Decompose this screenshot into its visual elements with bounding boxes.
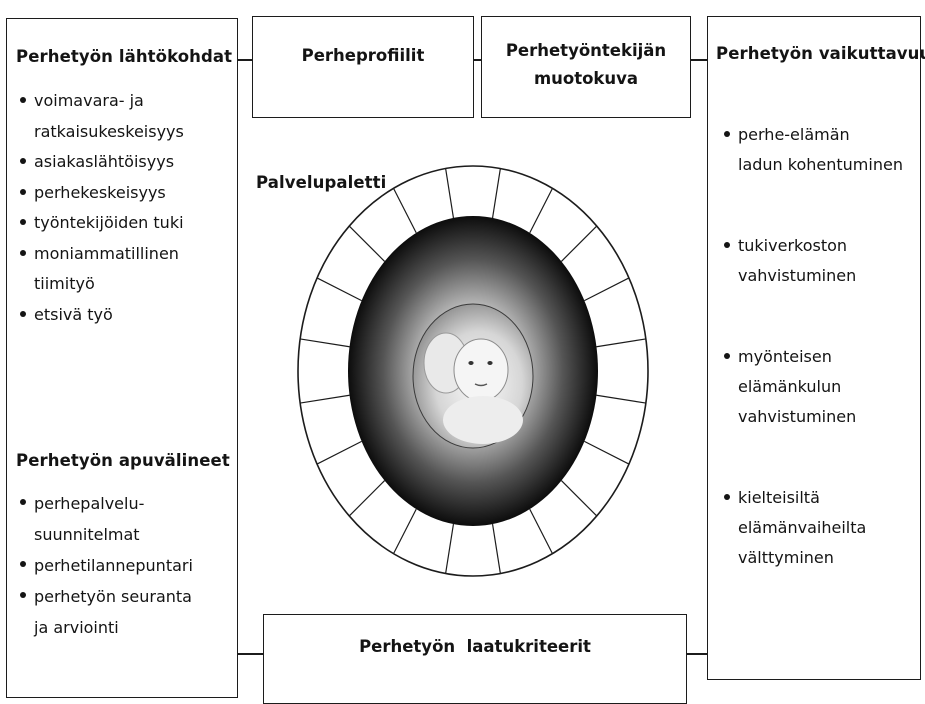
list-item: myönteisen elämänkulun vahvistuminen [722,342,903,432]
baby-face [454,339,508,401]
baby-eye-left [468,361,473,365]
list-item: perhetilannepuntari [18,550,193,581]
list-item: kielteisiltä elämänvaiheilta välttyminen [722,483,903,573]
quality-criteria-label: Perhetyön laatukriteerit [263,637,687,656]
connector-left-top [238,59,252,61]
list-item: perhepalvelu- suunnitelmat [18,488,193,550]
baby-eye-right [487,361,492,365]
starting-points-list: voimavara- ja ratkaisukeskeisyys asiakas… [18,86,184,330]
connector-bottom-right [687,653,707,655]
connector-top-middle [474,59,481,61]
quality-criteria-box [263,614,687,704]
family-profiles-box [252,16,474,118]
list-item: asiakaslähtöisyys [18,147,184,178]
list-item: perhe-elämän ladun kohentuminen [722,120,903,180]
effectiveness-list: perhe-elämän ladun kohentuminen tukiverk… [722,120,903,573]
worker-portrait-label: Perhetyöntekijän muotokuva [481,37,691,93]
list-item: moniammatillinen tiimityö [18,239,184,300]
family-photo [413,304,533,448]
list-item: etsivä työ [18,300,184,331]
list-item: voimavara- ja ratkaisukeskeisyys [18,86,184,147]
worker-portrait-line1: Perhetyöntekijän [481,37,691,65]
tools-list: perhepalvelu- suunnitelmat perhetilannep… [18,488,193,643]
service-palette-wheel [288,158,658,584]
effectiveness-heading: Perhetyön vaikuttavuus [716,44,925,63]
connector-top-right [691,59,707,61]
baby-body [443,396,523,444]
worker-portrait-line2: muotokuva [481,65,691,93]
list-item: perhekeskeisyys [18,178,184,209]
list-item: tukiverkoston vahvistuminen [722,231,903,291]
starting-points-heading: Perhetyön lähtökohdat [16,47,232,66]
list-item: työntekijöiden tuki [18,208,184,239]
family-profiles-label: Perheprofiilit [252,46,474,65]
list-item: perhetyön seuranta ja arviointi [18,581,193,643]
tools-heading: Perhetyön apuvälineet [16,451,230,470]
connector-left-bottom [238,653,263,655]
